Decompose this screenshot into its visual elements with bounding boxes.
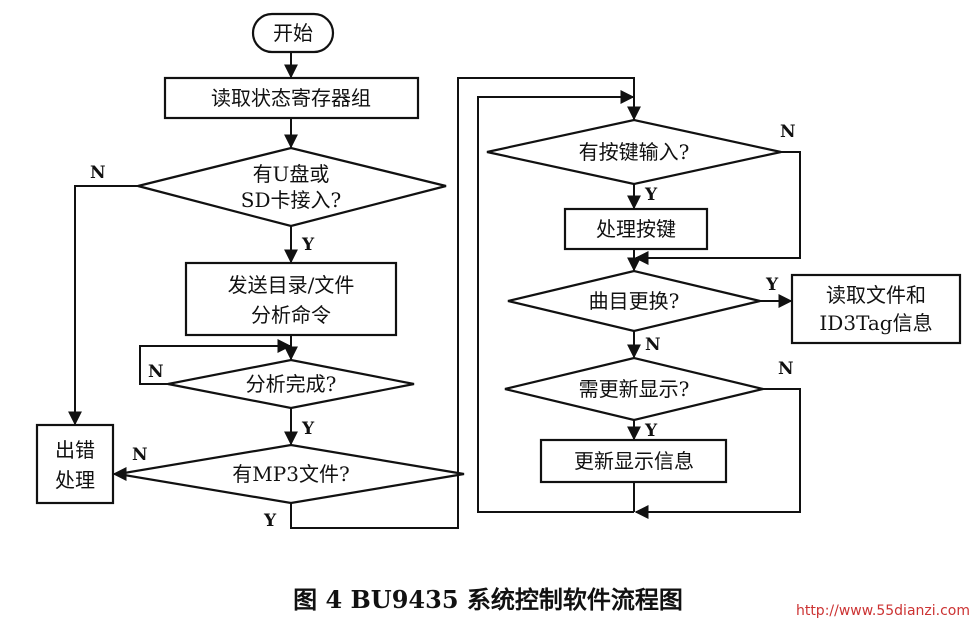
edge-label-mp3-no: N	[132, 445, 148, 465]
edge-key-no	[634, 151, 801, 265]
edge-label-mp3-yes: Y	[263, 511, 277, 531]
read-file-info-box	[790, 273, 962, 345]
edge-label-refresh-no: N	[778, 359, 794, 379]
read-file-info-label-2: ID3Tag信息	[819, 311, 932, 335]
media-inserted-label-1: 有U盘或	[253, 162, 330, 186]
edge-label-media-no: N	[90, 163, 106, 183]
edge-label-key-no: N	[780, 122, 796, 142]
read-registers-box	[163, 76, 420, 120]
edge-label-key-yes: Y	[644, 185, 658, 205]
edge-label-analysis-yes: Y	[301, 419, 315, 439]
error-handling-label-1: 出错	[55, 438, 95, 462]
start-label: 开始	[273, 21, 313, 45]
analysis-done-decision	[167, 358, 415, 410]
edge-label-track-yes: Y	[765, 275, 779, 295]
handle-key-label: 处理按键	[596, 217, 676, 241]
edge-analysis-no-loop	[139, 339, 292, 385]
has-mp3-decision	[117, 443, 465, 505]
send-command-label-2: 分析命令	[251, 303, 331, 327]
analysis-done-label: 分析完成?	[246, 372, 337, 396]
media-inserted-decision	[137, 146, 447, 228]
edge-mp3-yes-to-loop	[290, 77, 641, 529]
figure-caption: 图 4 BU9435 系统控制软件流程图	[293, 585, 683, 614]
refresh-display-label: 更新显示信息	[574, 449, 694, 473]
has-mp3-label: 有MP3文件?	[232, 462, 349, 486]
edge-label-refresh-yes: Y	[644, 421, 658, 441]
key-input-label: 有按键输入?	[579, 140, 690, 164]
need-refresh-label: 需更新显示?	[579, 377, 690, 401]
edge-label-track-no: N	[645, 335, 661, 355]
error-handling-label-2: 处理	[55, 468, 95, 492]
edge-loop-back	[477, 90, 635, 513]
edge-media-no	[68, 185, 138, 426]
media-inserted-label-2: SD卡接入?	[241, 188, 341, 212]
track-change-label: 曲目更换?	[589, 289, 680, 313]
refresh-display-box	[539, 438, 728, 484]
edge-label-analysis-no: N	[148, 362, 164, 382]
error-handling-box	[35, 423, 115, 505]
flowchart: 开始 读取状态寄存器组 有U盘或 SD卡接入? 发送目录/文件 分析命令 分析完…	[35, 12, 962, 531]
watermark: http://www.55dianzi.com	[795, 603, 970, 619]
edge-refresh-no	[634, 388, 801, 519]
read-file-info-label-1: 读取文件和	[826, 283, 926, 307]
start-terminator	[251, 12, 335, 54]
send-command-label-1: 发送目录/文件	[228, 273, 355, 297]
handle-key-box	[563, 207, 709, 251]
edge-label-media-yes: Y	[301, 235, 315, 255]
read-registers-label: 读取状态寄存器组	[211, 86, 371, 110]
